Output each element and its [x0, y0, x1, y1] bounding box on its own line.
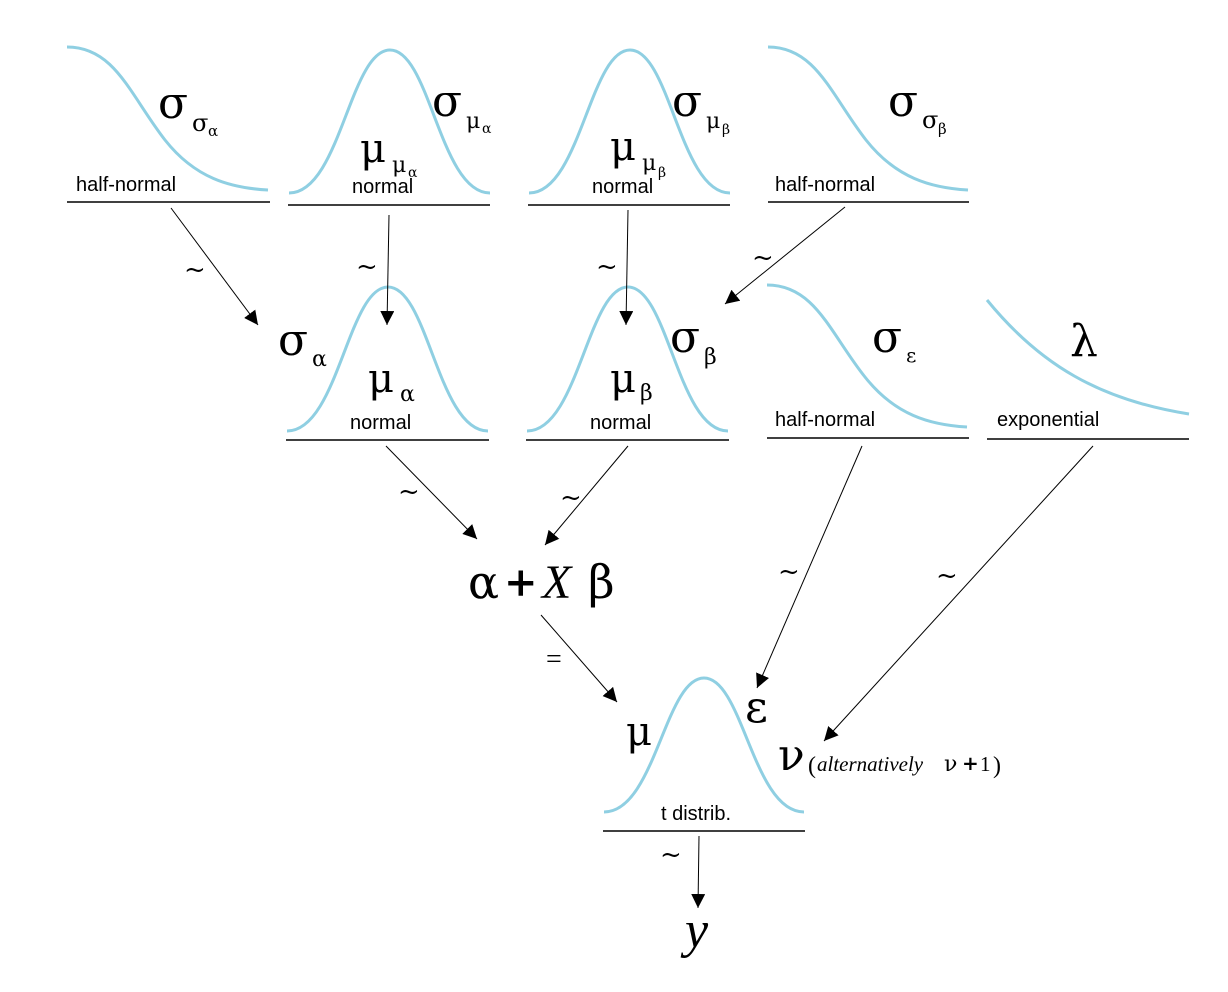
nu-note-nu: ν [944, 752, 957, 777]
dist-label: normal [590, 412, 651, 434]
prior-alpha: normal σ α μ α [278, 285, 489, 441]
sigma-symbol: σ [872, 312, 902, 363]
arrow-mu-beta [619, 209, 634, 326]
dist-label: half-normal [775, 409, 875, 431]
mu-sub: μ [466, 109, 480, 134]
sigma-sub: σ [192, 109, 208, 137]
tilde-mark: ~ [752, 243, 774, 273]
beta-subsub: β [938, 120, 947, 138]
mu-symbol: μ [610, 124, 636, 170]
dist-label: half-normal [76, 174, 176, 196]
arrow-y [691, 835, 706, 909]
half-normal-curve [767, 45, 969, 192]
beta-subsub: β [722, 122, 730, 138]
alpha-subsub: α [482, 121, 492, 137]
half-normal-curve [66, 45, 269, 192]
prior-mu-mu-alpha: normal μ μ α σ μ α [288, 48, 492, 206]
alpha-subsub: α [408, 165, 418, 181]
nu-symbol: ν [778, 730, 805, 781]
prior-lambda: exponential λ [985, 299, 1190, 440]
arrow-sigma-beta [724, 206, 846, 305]
tilde-mark: ~ [660, 840, 682, 870]
exponential-curve [985, 299, 1190, 416]
equals-mark: = [546, 644, 562, 675]
alpha-sub: α [400, 382, 415, 407]
beta-term: β [588, 555, 615, 609]
tilde-mark: ~ [560, 483, 582, 513]
nu-note-open-paren: ( [808, 753, 816, 779]
arrow-nu [823, 445, 1094, 742]
dist-label: t distrib. [661, 803, 731, 825]
beta-subsub: β [658, 165, 666, 181]
tilde-mark: ~ [356, 252, 378, 282]
prior-beta: normal μ β σ β [526, 285, 729, 441]
beta-sub: β [704, 345, 717, 370]
dist-label: exponential [997, 409, 1099, 431]
tilde-mark: ~ [596, 252, 618, 282]
prior-sigma-epsilon: half-normal σ ε [766, 283, 969, 439]
prior-mu-mu-beta: normal μ μ β σ μ β [528, 48, 731, 206]
nu-note-plus: + [962, 751, 979, 775]
plus-sign: + [504, 559, 538, 606]
dist-label: normal [352, 176, 413, 198]
nu-note-word: alternatively [817, 752, 924, 776]
mu-sub: μ [392, 153, 406, 178]
sigma-symbol: σ [888, 76, 918, 127]
half-normal-curve [766, 283, 968, 429]
mu-symbol: μ [626, 709, 652, 755]
arrow-linear-to-mu [540, 614, 618, 703]
mu-symbol: μ [360, 126, 386, 172]
t-curve [603, 676, 805, 814]
tilde-mark: ~ [936, 561, 958, 591]
dist-label: normal [350, 412, 411, 434]
mu-symbol: μ [610, 356, 636, 402]
nu-parameter: ν ( alternatively ν + 1 ) [778, 730, 1001, 781]
sigma-symbol: σ [158, 78, 188, 129]
alpha-subsub: α [208, 122, 218, 140]
sigma-symbol: σ [672, 76, 702, 127]
mu-sub: μ [642, 151, 656, 176]
lambda-symbol: λ [1070, 316, 1098, 367]
mu-symbol: μ [368, 356, 394, 402]
beta-sub: β [640, 381, 653, 406]
arrow-beta [544, 445, 629, 546]
dist-label: normal [592, 176, 653, 198]
epsilon-symbol: ε [745, 682, 768, 733]
normal-curve [528, 48, 731, 195]
nu-note-close-paren: ) [993, 753, 1001, 779]
sigma-symbol: σ [670, 312, 700, 363]
normal-curve [288, 48, 491, 195]
mu-sub: μ [706, 109, 720, 134]
arrow-sigma-alpha [170, 207, 259, 326]
linear-predictor: α + X β [468, 555, 615, 609]
prior-sigma-sigma-beta: half-normal σ σ β [767, 45, 969, 203]
normal-curve [526, 285, 729, 433]
observed-y: y [680, 902, 709, 959]
arrows [170, 206, 1094, 909]
arrow-alpha [385, 445, 478, 540]
arrow-mu-alpha [380, 214, 395, 326]
prior-sigma-sigma-alpha: half-normal σ σ α [66, 45, 270, 203]
dist-label: half-normal [775, 174, 875, 196]
tilde-mark: ~ [184, 255, 206, 285]
epsilon-sub: ε [906, 343, 916, 367]
nu-note-one: 1 [980, 752, 991, 776]
sigma-sub: σ [922, 106, 938, 134]
arrow-epsilon [756, 445, 863, 689]
alpha-term: α [468, 555, 499, 609]
tilde-mark: ~ [778, 557, 800, 587]
sigma-symbol: σ [278, 315, 308, 366]
alpha-sub: α [312, 347, 327, 372]
likelihood-t: t distrib. μ ε ν ( alternatively ν + 1 ) [603, 676, 1001, 832]
x-term: X [540, 556, 573, 609]
sigma-symbol: σ [432, 76, 462, 127]
tilde-mark: ~ [398, 477, 420, 507]
relation-marks: ~ ~ ~ ~ ~ ~ ~ ~ ~ = [184, 243, 958, 870]
